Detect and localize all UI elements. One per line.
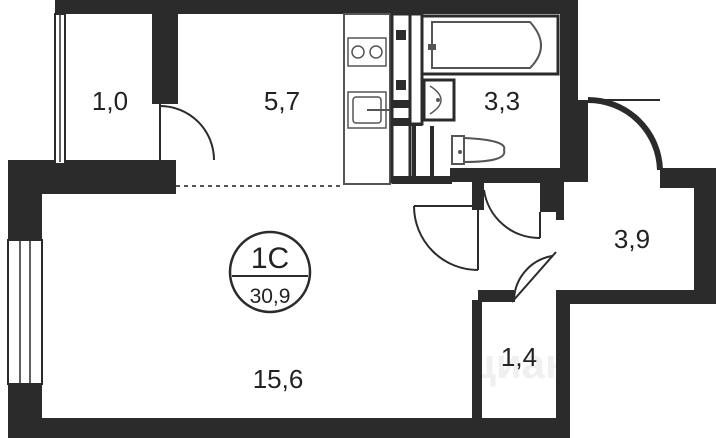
apartment-type-label: 1С [251,242,289,275]
storage-area-label: 1,4 [501,342,537,372]
bathroom-door-icon [483,181,541,240]
kitchen-area-label: 5,7 [264,86,300,116]
storage-door-icon [511,251,557,303]
toilet-icon [451,135,506,165]
kitchen-counter [343,13,391,185]
hall-area-label: 3,9 [614,224,650,254]
walls [8,0,716,438]
bathroom-sink-icon [422,78,456,122]
apartment-total-area: 30,9 [250,285,291,308]
living-room-window [7,239,43,385]
balcony-door-icon [159,104,215,162]
living-room-door-icon [413,205,479,271]
bathtub-icon [420,14,560,76]
bathroom-area-label: 3,3 [484,86,520,116]
entrance-door-icon [587,97,663,171]
living-room-area-label: 15,6 [253,364,304,394]
balcony-area-label: 1,0 [92,86,128,116]
apartment-badge: 1С 30,9 [228,230,312,314]
hall-wall-stub [556,180,564,220]
stove-icon [347,37,387,67]
ventilation-shaft [390,12,452,184]
watermark-text: циан [470,340,570,387]
